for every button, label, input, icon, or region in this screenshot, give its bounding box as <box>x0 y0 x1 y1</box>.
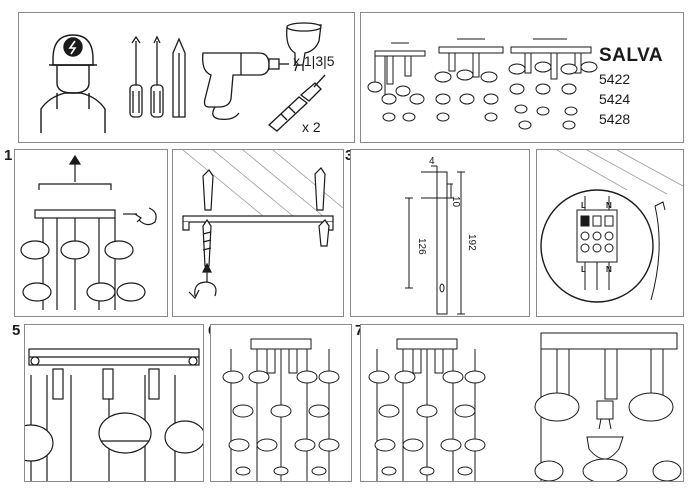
step-6-panel <box>210 324 352 482</box>
step-4-panel: L N L N <box>536 149 684 317</box>
step-2-illustration <box>182 150 343 300</box>
tools-panel: x 1|3|5 x 2 <box>18 12 355 143</box>
step-1-illustration <box>20 154 157 310</box>
dowel-icon <box>267 74 326 132</box>
bulb-icon <box>286 22 322 72</box>
bulb-quantity: x 1|3|5 <box>293 53 335 69</box>
product-panel: SALVA 5422 5424 5428 <box>360 12 684 143</box>
step-number-5: 5 <box>12 322 21 339</box>
terminal-bottom-n: N <box>606 265 612 274</box>
step-7-panel <box>360 324 684 482</box>
step-number-3: 3 <box>345 147 353 164</box>
step-5-illustration <box>25 348 203 481</box>
product-code-1: 5422 <box>599 71 631 87</box>
step-4-illustration: L N L N <box>540 150 683 303</box>
product-code-3: 5428 <box>599 111 631 127</box>
dim-inner-gap: 10 <box>450 196 461 208</box>
product-code-2: 5424 <box>599 91 631 107</box>
electrician-icon <box>40 34 106 133</box>
terminal-top-n: N <box>606 201 612 210</box>
dim-hole-distance: 126 <box>416 238 427 255</box>
terminal-top-l: L <box>581 201 586 210</box>
screw-quantity: x 2 <box>302 119 321 135</box>
step-1-panel <box>14 149 168 317</box>
step-6-illustration <box>222 338 340 481</box>
step-number-7: 7 <box>355 322 363 339</box>
step-3-illustration: 4 10 126 192 <box>405 156 477 315</box>
step-5-panel <box>24 324 204 482</box>
drill-icon <box>202 52 289 121</box>
tools-illustration <box>40 22 326 133</box>
terminal-bottom-l: L <box>581 265 586 274</box>
dim-total-length: 192 <box>466 234 477 251</box>
step-2-panel <box>172 149 344 317</box>
step-7-illustration <box>368 332 682 481</box>
product-name: SALVA <box>599 45 664 66</box>
screwdriver-icon <box>129 35 186 118</box>
step-number-1: 1 <box>4 147 13 164</box>
product-variants-illustration <box>367 38 598 130</box>
step-3-panel: 4 10 126 192 <box>350 149 530 317</box>
dim-top-offset: 4 <box>429 156 435 167</box>
